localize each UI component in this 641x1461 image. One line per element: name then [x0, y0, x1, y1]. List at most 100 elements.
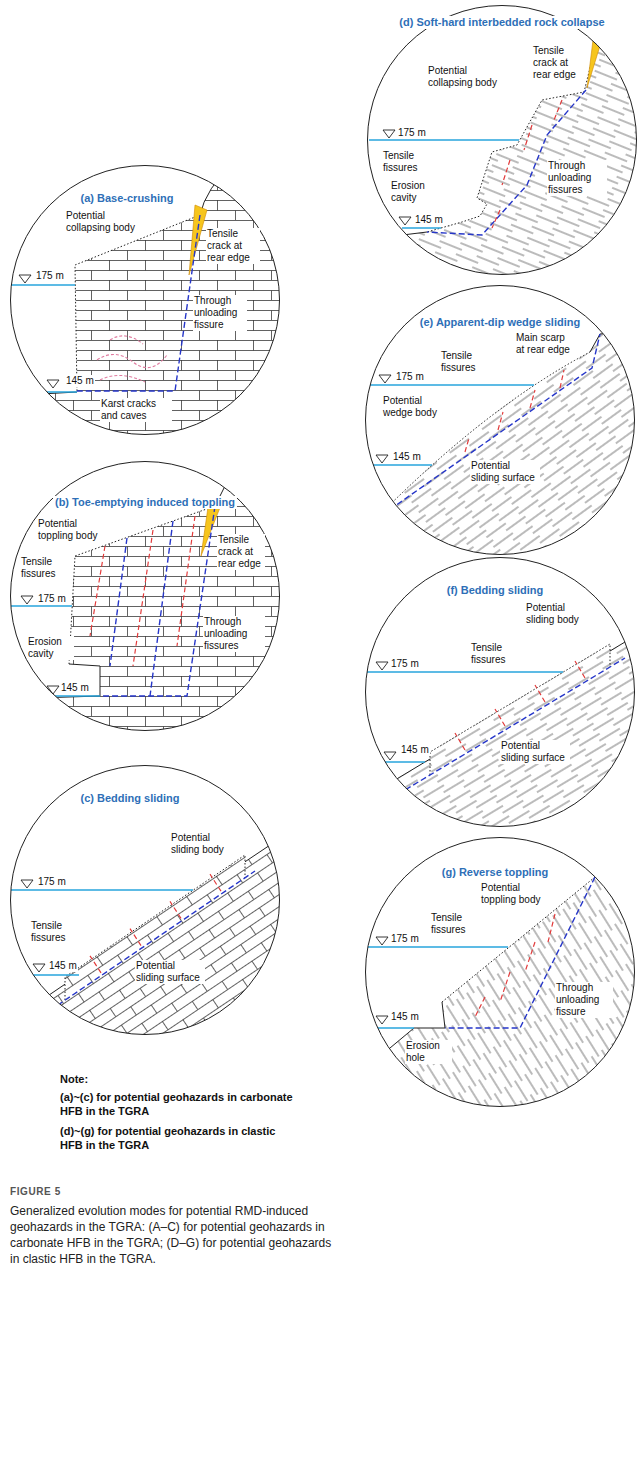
water-level-symbol	[376, 1016, 388, 1024]
clastic-rock	[360, 633, 640, 832]
base-crushing-figure	[5, 160, 285, 440]
water-level-symbol	[21, 880, 33, 888]
tensile-fissure	[492, 210, 500, 228]
water-level-line	[33, 974, 79, 975]
water-level-line	[377, 1027, 414, 1028]
water-level-line	[402, 227, 441, 228]
water-level-label: 175 m	[37, 593, 67, 605]
annotation-label: Potential collapsing body	[65, 210, 147, 234]
figure-number: FIGURE 5	[10, 1186, 61, 1198]
water-level-symbol	[376, 455, 388, 463]
annotation-label: Potential sliding surface	[135, 960, 205, 984]
tensile-fissure	[554, 100, 562, 120]
water-level-label: 145 m	[414, 214, 444, 226]
annotation-label: Tensile fissures	[20, 556, 72, 580]
collapse-figure	[362, 30, 641, 280]
annotation-label: Tensile crack at rear edge	[217, 534, 265, 570]
water-level-line	[55, 695, 100, 696]
main-scarp	[590, 330, 640, 352]
panel-title: (f) Bedding sliding	[445, 584, 546, 597]
unloading-fissure	[110, 538, 127, 666]
tensile-fissure	[560, 370, 564, 388]
sliding-surface	[390, 658, 625, 799]
tensile-fissure	[210, 874, 221, 891]
sliding-surface	[375, 334, 600, 520]
water-level-label: 145 m	[392, 451, 422, 463]
annotation-label: Tensile fissures	[430, 912, 482, 936]
clastic-rock	[360, 877, 640, 1112]
clastic-rock	[360, 330, 640, 560]
panel-circle	[368, 6, 637, 275]
panel-title: (d) Soft-hard interbedded rock collapse	[397, 16, 606, 29]
water-level-label: 145 m	[60, 682, 90, 694]
bedding-sliding-figure	[5, 835, 285, 1040]
annotation-label: Erosion cavity	[390, 180, 437, 204]
slope-profile	[5, 160, 235, 396]
water-level-symbol	[33, 964, 45, 972]
water-level-line	[47, 391, 77, 392]
water-level-symbol	[21, 596, 33, 604]
toppling-figure	[5, 456, 285, 736]
mode-panel: (f) Bedding slidingPotential sliding bod…	[365, 557, 635, 827]
note-text: (a)~(c) for potential geohazards in carb…	[60, 1090, 295, 1118]
panel-title: (c) Bedding sliding	[79, 792, 182, 805]
note-text: (d)~(g) for potential geohazards in clas…	[60, 1124, 295, 1152]
slope-profile	[360, 877, 640, 1073]
water-level-line	[385, 761, 425, 762]
water-level-line	[11, 889, 193, 890]
water-level-symbol	[399, 217, 411, 225]
annotation-label: Tensile fissures	[470, 642, 522, 666]
reverse-toppling-figure	[360, 877, 640, 1112]
water-level-symbol	[384, 752, 396, 760]
karst-crack	[97, 354, 167, 367]
tensile-fissure	[170, 901, 181, 918]
tensile-fissure	[90, 546, 105, 636]
tensile-fissure	[530, 390, 535, 408]
tensile-fissure	[548, 914, 555, 942]
tensile-fissure	[525, 942, 535, 972]
annotation-label: Potential wedge body	[382, 395, 448, 419]
unloading-fissure	[100, 506, 215, 696]
panel-circle	[366, 286, 635, 555]
water-level-symbol	[19, 275, 31, 283]
water-level-symbol	[376, 662, 388, 670]
water-level-line	[373, 464, 432, 465]
annotation-label: Tensile fissures	[382, 150, 434, 174]
annotation-label: Karst cracks and caves	[100, 398, 172, 422]
mode-panel: (e) Apparent-dip wedge slidingMain scarp…	[365, 285, 635, 555]
annotation-label: Through unloading fissures	[203, 616, 265, 652]
water-level-label: 175 m	[395, 371, 425, 383]
tensile-fissure	[498, 412, 503, 430]
panel-circle	[11, 766, 280, 1035]
panel-outline	[365, 557, 635, 827]
annotation-label: Through unloading fissure	[555, 982, 613, 1018]
water-level-symbol	[47, 380, 59, 388]
annotation-label: Through unloading fissures	[547, 160, 607, 196]
water-level-line	[368, 946, 508, 947]
panel-circle	[366, 558, 635, 827]
annotation-label: Through unloading fissure	[193, 295, 247, 331]
carbonate-rock	[5, 160, 285, 440]
water-level-label: 175 m	[397, 127, 427, 139]
tensile-fissure	[500, 972, 510, 1002]
unloading-fissure	[77, 215, 200, 391]
tensile-fissure	[90, 956, 101, 973]
tensile-fissure	[502, 160, 510, 185]
tensile-fissure	[133, 530, 153, 666]
panel-title: (a) Base-crushing	[79, 192, 176, 205]
carbonate-rock	[5, 456, 285, 736]
note-heading: Note:	[60, 1072, 88, 1086]
unloading-fissure	[150, 521, 173, 696]
annotation-label: Tensile crack at rear edge	[532, 45, 584, 81]
panel-title: (e) Apparent-dip wedge sliding	[418, 316, 582, 329]
panel-circle	[366, 838, 635, 1107]
water-level-line	[370, 384, 534, 385]
wedge-sliding-figure	[360, 330, 640, 560]
water-level-label: 175 m	[390, 933, 420, 945]
water-level-label: 175 m	[390, 658, 420, 670]
water-level-symbol	[383, 130, 395, 138]
mode-panel: (c) Bedding slidingPotential sliding bod…	[10, 765, 280, 1035]
water-level-line	[11, 605, 72, 606]
slope-profile	[5, 456, 240, 699]
water-level-line	[366, 671, 563, 672]
